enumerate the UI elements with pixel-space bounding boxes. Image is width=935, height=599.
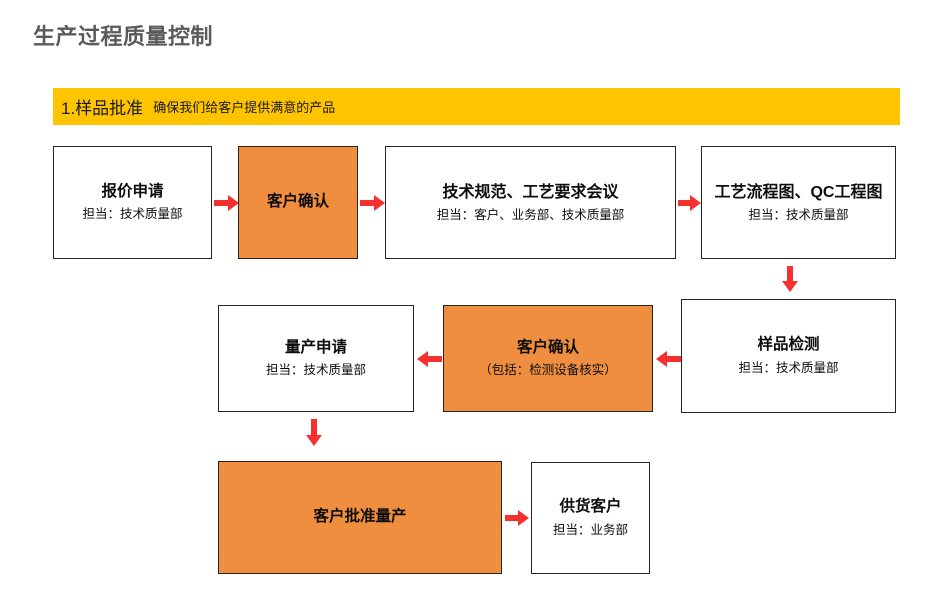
arrow-meeting-to-chart (678, 194, 702, 212)
section-banner: 1.样品批准 确保我们给客户提供满意的产品 (53, 88, 900, 125)
node-owner: 担当：技术质量部 (82, 207, 183, 222)
node-customer-confirm-2[interactable]: 客户确认 （包括：检测设备核实） (443, 305, 653, 412)
node-detail: （包括：检测设备核实） (479, 363, 617, 378)
node-mass-production-request[interactable]: 量产申请 担当：技术质量部 (218, 305, 414, 412)
node-owner: 担当：技术质量部 (748, 207, 849, 222)
page-title: 生产过程质量控制 (33, 24, 214, 49)
node-supply-customer[interactable]: 供货客户 担当：业务部 (531, 462, 650, 574)
arrow-sample-to-confirm2 (655, 350, 681, 368)
node-title: 客户批准量产 (313, 508, 407, 526)
arrow-mprequest-to-approve (305, 419, 323, 447)
node-title: 工艺流程图、QC工程图 (714, 183, 883, 201)
node-title: 量产申请 (284, 338, 347, 356)
node-title: 客户确认 (266, 193, 329, 211)
section-subtitle: 确保我们给客户提供满意的产品 (153, 100, 336, 115)
node-title: 供货客户 (559, 498, 622, 516)
arrow-confirm2-to-mprequest (416, 350, 442, 368)
node-owner: 担当：客户、业务部、技术质量部 (436, 207, 625, 222)
node-quote-request[interactable]: 报价申请 担当：技术质量部 (53, 146, 212, 259)
arrow-quote-to-confirm1 (214, 194, 240, 212)
node-sample-inspection[interactable]: 样品检测 担当：技术质量部 (681, 299, 896, 413)
node-customer-confirm-1[interactable]: 客户确认 (238, 146, 358, 259)
arrow-confirm1-to-meeting (360, 194, 386, 212)
section-number-label: 1.样品批准 (61, 99, 144, 118)
arrow-chart-to-sample (781, 266, 799, 293)
node-title: 技术规范、工艺要求会议 (442, 183, 619, 201)
node-process-qc-chart[interactable]: 工艺流程图、QC工程图 担当：技术质量部 (701, 146, 896, 259)
arrow-approve-to-supply (505, 509, 530, 527)
node-title: 样品检测 (757, 336, 820, 354)
node-owner: 担当：技术质量部 (738, 360, 839, 375)
node-owner: 担当：技术质量部 (265, 363, 366, 378)
node-customer-approve-mp[interactable]: 客户批准量产 (218, 461, 502, 574)
node-title: 客户确认 (516, 338, 579, 356)
node-title: 报价申请 (101, 182, 164, 200)
node-spec-meeting[interactable]: 技术规范、工艺要求会议 担当：客户、业务部、技术质量部 (385, 146, 676, 259)
node-owner: 担当：业务部 (552, 522, 628, 537)
